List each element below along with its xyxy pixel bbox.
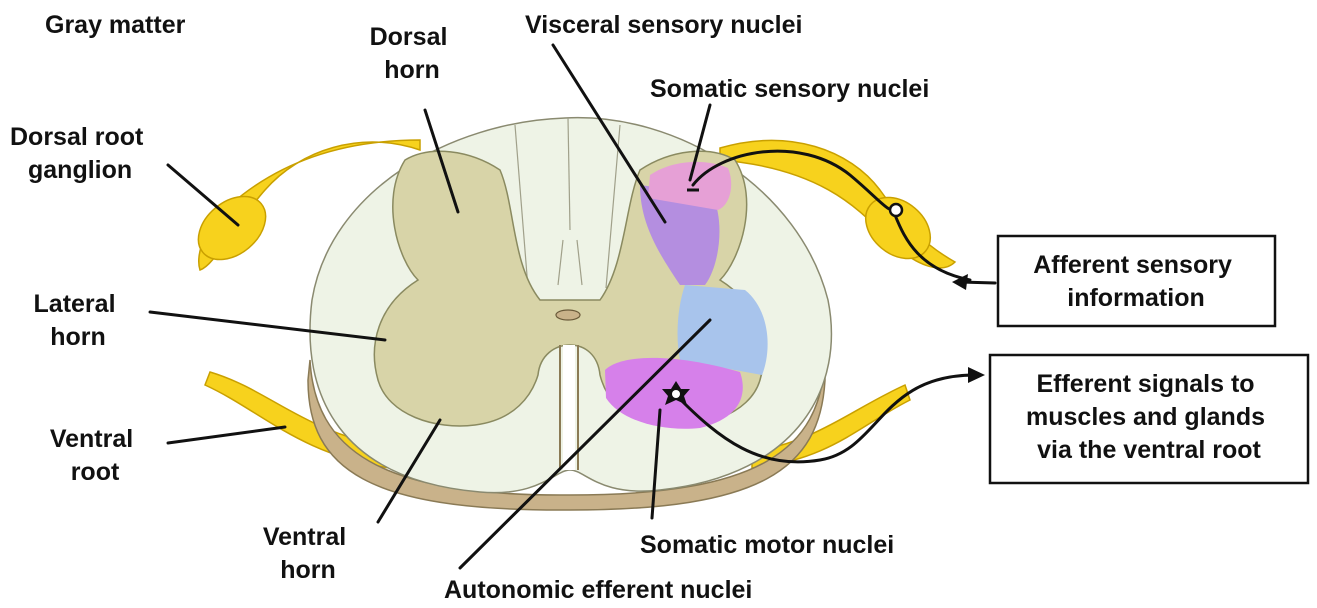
somatic-sensory-label: Somatic sensory nuclei <box>650 75 929 103</box>
ventral-root-label: Ventral root <box>50 425 140 486</box>
ventral-horn-label: Ventral horn <box>263 523 353 584</box>
dorsal-root-ganglion-label: Dorsal root ganglion <box>10 123 150 184</box>
lateral-horn-label: Lateral horn <box>34 290 123 351</box>
ventral-fissure-fill <box>563 345 575 470</box>
central-canal <box>556 310 580 320</box>
autonomic-efferent-label: Autonomic efferent nuclei <box>444 576 752 604</box>
gray-matter-title: Gray matter <box>45 11 186 39</box>
visceral-sensory-label: Visceral sensory nuclei <box>525 11 802 39</box>
afferent-info-box: Afferent sensory information <box>998 236 1275 326</box>
sensory-neuron-cell-body <box>890 204 902 216</box>
dorsal-horn-label: Dorsal horn <box>370 23 455 84</box>
efferent-arrowhead <box>968 367 985 383</box>
somatic-motor-label: Somatic motor nuclei <box>640 531 894 559</box>
efferent-signals-box: Efferent signals to muscles and glands v… <box>990 355 1308 483</box>
svg-text:Efferent signals to musc: Efferent signals to muscles and glands v… <box>1026 370 1272 464</box>
